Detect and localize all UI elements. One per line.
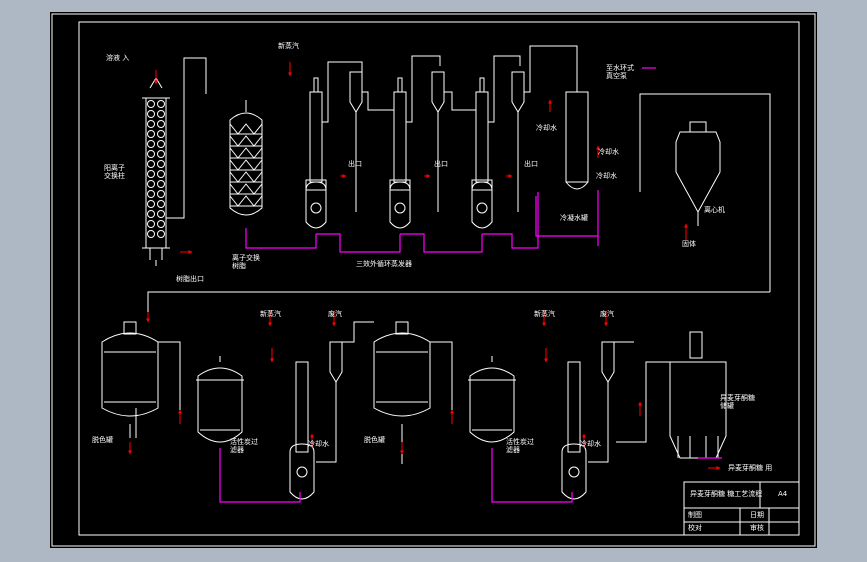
ion-exchange-column (142, 77, 170, 266)
label-vacuum: 至水环式 真空泵 (606, 64, 634, 80)
label-decolor-tank-2: 脱色罐 (364, 436, 385, 444)
title-block-sheet-code: A4 (778, 490, 788, 498)
label-steam-3: 新蒸汽 (534, 310, 555, 318)
inner-frame (78, 21, 800, 536)
label-cooling-water-2: 冷却水 (308, 440, 329, 448)
label-outlet-2: 出口 (434, 160, 448, 168)
outer-frame (51, 13, 816, 547)
evaporator-5 (561, 341, 615, 500)
title-block-frame (683, 481, 800, 536)
label-triple-effect: 三效外循环蒸发器 (356, 260, 412, 268)
title-block-date: 日期 (750, 511, 764, 519)
resin-column (229, 100, 263, 216)
storage-tank (669, 331, 727, 459)
magenta-pipes (219, 67, 722, 503)
label-cooling-water-a: 冷却水 (536, 124, 557, 132)
label-outlet-3: 出口 (524, 160, 538, 168)
title-block-drawn: 制图 (688, 511, 702, 519)
label-steam-1: 新蒸汽 (278, 42, 299, 50)
flow-arrows (128, 62, 721, 470)
title-block-review: 审核 (750, 524, 764, 532)
white-pipes (135, 45, 771, 464)
label-condensate-tank: 冷凝水罐 (560, 214, 588, 222)
label-storage-tank: 异麦芽酮糖 储罐 (720, 394, 755, 410)
label-feed-in: 溶液 入 (106, 54, 130, 62)
label-cooling-water-b: 冷却水 (598, 148, 619, 156)
drawing-sheet: 溶液 入 新蒸汽 至水环式 真空泵 冷却水 冷却水 冷却水 冷凝水罐 阳离子 交… (50, 12, 817, 548)
equipment (101, 71, 800, 536)
process-flow-diagram (51, 13, 816, 547)
label-carbon-filter-1: 活性炭过 滤器 (230, 438, 258, 454)
condenser (565, 78, 589, 190)
label-resin-out: 树脂出口 (176, 275, 204, 283)
label-ion-exchange-resin: 离子交换 树脂 (232, 254, 260, 270)
label-carbon-filter-2: 活性炭过 滤器 (506, 438, 534, 454)
evaporator-1 (305, 71, 363, 229)
label-waste-gas-2: 废汽 (600, 310, 614, 318)
label-cooling-water-3: 冷却水 (580, 440, 601, 448)
label-ion-column: 阳离子 交换柱 (104, 164, 125, 180)
evaporator-2 (389, 71, 445, 229)
decolor-tank-2 (373, 321, 431, 438)
label-steam-2: 新蒸汽 (260, 310, 281, 318)
label-cooling-water-out: 冷却水 (596, 172, 617, 180)
decolor-tank-1 (101, 321, 159, 438)
label-centrifuge: 离心机 (704, 206, 725, 214)
label-outlet-1: 出口 (348, 160, 362, 168)
evaporator-3 (471, 71, 525, 229)
label-solids-out: 固体 (682, 240, 696, 248)
label-decolor-tank-1: 脱色罐 (92, 436, 113, 444)
carbon-filter-2 (468, 356, 516, 443)
evaporator-4 (289, 341, 343, 500)
label-product: 异麦芽酮糖 用 (728, 464, 773, 472)
title-block-check: 校对 (688, 524, 702, 532)
carbon-filter-1 (196, 356, 244, 443)
label-waste-gas-1: 废汽 (328, 310, 342, 318)
centrifuge (675, 121, 721, 226)
title-block-title: 异麦芽酮糖 糖工艺流程 (690, 490, 763, 498)
